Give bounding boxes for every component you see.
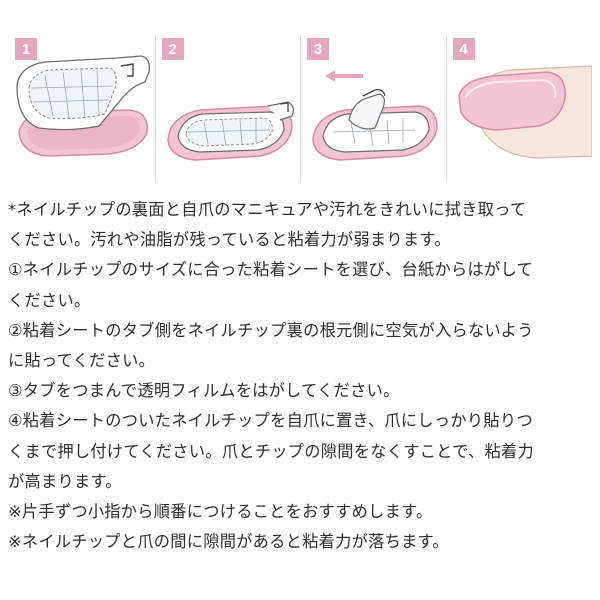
instructions-text: *ネイルチップの裏面と自爪のマニキュアや汚れをきれいに拭き取って ください。汚れ… — [8, 195, 596, 557]
instruction-line: ④粘着シートのついたネイルチップを自爪に置き、爪にしっかり貼りつ — [8, 411, 533, 431]
instruction-steps: 1 2 3 — [9, 36, 592, 182]
sticker-sheet-on-tip-icon — [16, 55, 150, 157]
tip-on-nail-icon — [457, 65, 592, 159]
step-4-panel: 4 — [445, 36, 592, 182]
instruction-line: が高まります。 — [8, 471, 122, 491]
step-2-panel: 2 — [154, 36, 301, 182]
instruction-line: ※ネイルチップと爪の間に隙間があると粘着力が落ちます。 — [8, 532, 449, 552]
step-1-panel: 1 — [9, 36, 155, 182]
peel-film-arrow-icon — [312, 70, 438, 161]
instruction-line: ②粘着シートのタブ側をネイルチップ裏の根元側に空気が入らないよう — [8, 320, 534, 340]
step-number-badge: 2 — [161, 38, 184, 60]
step-3-panel: 3 — [300, 36, 446, 182]
instruction-line: ください。汚れや油脂が残っていると粘着力が弱まります。 — [8, 230, 451, 250]
instruction-line: ください。 — [8, 290, 91, 310]
instruction-line: ③タブをつまんで透明フィルムをはがしてください。 — [8, 381, 400, 401]
apply-sticker-to-tip-icon — [166, 101, 294, 161]
step-number-badge: 1 — [15, 38, 37, 60]
step-number-badge: 3 — [307, 38, 329, 60]
instruction-line: に貼ってください。 — [8, 351, 156, 371]
instruction-line: ※片手ずつ小指から順番につけることをおすすめします。 — [8, 502, 433, 522]
instruction-line: ①ネイルチップのサイズに合った粘着シートを選び、台紙からはがして — [8, 260, 533, 280]
instruction-line: *ネイルチップの裏面と自爪のマニキュアや汚れをきれいに拭き取って — [8, 200, 527, 219]
instruction-line: くまで押し付けてください。爪とチップの隙間をなくすことで、粘着力 — [8, 441, 534, 461]
step-number-badge: 4 — [452, 38, 475, 60]
